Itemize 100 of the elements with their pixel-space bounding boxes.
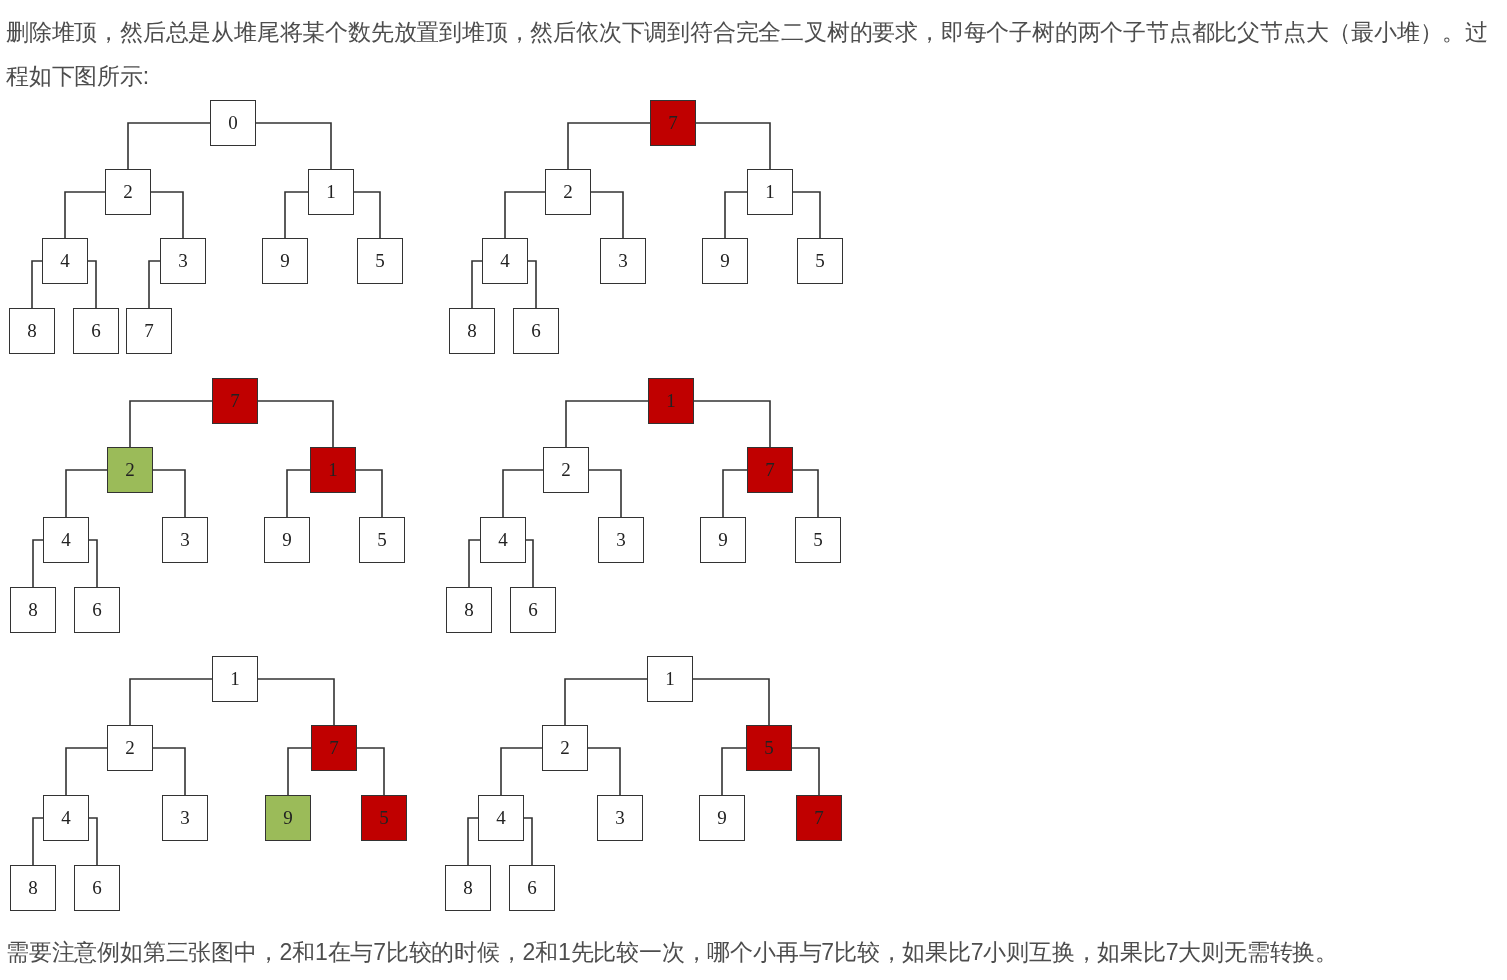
connector-line [724,191,748,239]
tree-node-box: 4 [478,795,524,841]
connector-line [467,817,479,866]
tree-node-box: 7 [311,725,357,771]
tree-node-box: 1 [310,447,356,493]
tree-node-box: 9 [264,517,310,563]
tree-node-box: 9 [265,795,311,841]
tree-node-box: 3 [162,517,208,563]
tree-node-box: 5 [361,795,407,841]
connector-line [148,260,161,309]
tree-node-box: 6 [74,587,120,633]
connector-line [504,191,546,239]
connector-line [88,539,98,588]
tree-node-box: 8 [449,308,495,354]
connector-line [565,400,649,448]
tree-node-box: 2 [545,169,591,215]
connector-line [693,400,771,448]
tree-node-box: 9 [262,238,308,284]
tree-node-box: 7 [126,308,172,354]
connector-line [32,539,44,588]
tree-node-box: 9 [700,517,746,563]
connector-line [791,747,820,796]
tree-node-box: 8 [9,308,55,354]
tree-node-box: 8 [445,865,491,911]
tree-node-box: 9 [702,238,748,284]
connector-line [692,678,770,726]
tree-node-box: 1 [747,169,793,215]
connector-line [468,539,481,588]
connector-line [721,747,747,796]
tree-node-box: 7 [650,100,696,146]
tree-node-box: 5 [746,725,792,771]
connector-line [564,678,648,726]
tree-node-box: 4 [43,795,89,841]
connector-line [567,122,651,170]
connector-line [87,260,97,309]
tree-node-box: 8 [446,587,492,633]
tree-node-box: 2 [107,447,153,493]
connector-line [527,260,537,309]
tree-node-box: 3 [600,238,646,284]
tree-node-box: 5 [357,238,403,284]
connector-line [65,469,108,518]
tree-node-box: 6 [74,865,120,911]
tree-node-box: 9 [699,795,745,841]
tree-node-box: 4 [43,517,89,563]
tree-node-box: 1 [308,169,354,215]
tree-node-box: 1 [648,378,694,424]
tree-node-box: 2 [543,447,589,493]
connector-line [64,191,106,239]
connector-line [502,469,544,518]
tree-node-box: 6 [73,308,119,354]
connector-line [792,469,819,518]
tree-node-box: 7 [747,447,793,493]
tree-node-box: 5 [795,517,841,563]
connector-line [587,747,621,796]
connector-line [257,678,335,726]
connector-line [722,469,748,518]
connector-line [353,191,381,239]
tree-node-box: 7 [796,795,842,841]
tree-node-box: 3 [162,795,208,841]
tree-node-box: 3 [160,238,206,284]
tree-node-box: 2 [542,725,588,771]
paragraph: 需要注意例如第三张图中，2和1在与7比较的时候，2和1先比较一次，哪个小再与7比较，如果比7小则互换，如果比7大则无需转换。 [6,938,1339,967]
tree-node-box: 2 [105,169,151,215]
connector-line [590,191,624,239]
connector-line [31,260,43,309]
tree-node-box: 4 [482,238,528,284]
tree-node-box: 0 [210,100,256,146]
connector-line [525,539,534,588]
connector-line [32,817,44,866]
tree-node-box: 7 [212,378,258,424]
tree-node-box: 6 [513,308,559,354]
connector-line [257,400,334,448]
tree-node-box: 3 [598,517,644,563]
tree-node-box: 5 [359,517,405,563]
connector-line [500,747,543,796]
connector-line [355,469,383,518]
connector-line [471,260,483,309]
tree-node-box: 6 [509,865,555,911]
connector-line [356,747,385,796]
connector-line [284,191,309,239]
tree-node-box: 8 [10,865,56,911]
connector-line [588,469,622,518]
connector-line [127,122,211,170]
connector-line [255,122,332,170]
tree-node-box: 6 [510,587,556,633]
connector-line [287,747,312,796]
connector-line [695,122,771,170]
connector-line [152,747,186,796]
tree-node-box: 1 [212,656,258,702]
connector-line [129,678,213,726]
connector-line [150,191,184,239]
tree-node-box: 1 [647,656,693,702]
connector-line [523,817,533,866]
connector-line [88,817,98,866]
connector-line [286,469,311,518]
tree-node-box: 4 [480,517,526,563]
connector-line [129,400,213,448]
tree-node-box: 8 [10,587,56,633]
tree-node-box: 2 [107,725,153,771]
tree-node-box: 3 [597,795,643,841]
